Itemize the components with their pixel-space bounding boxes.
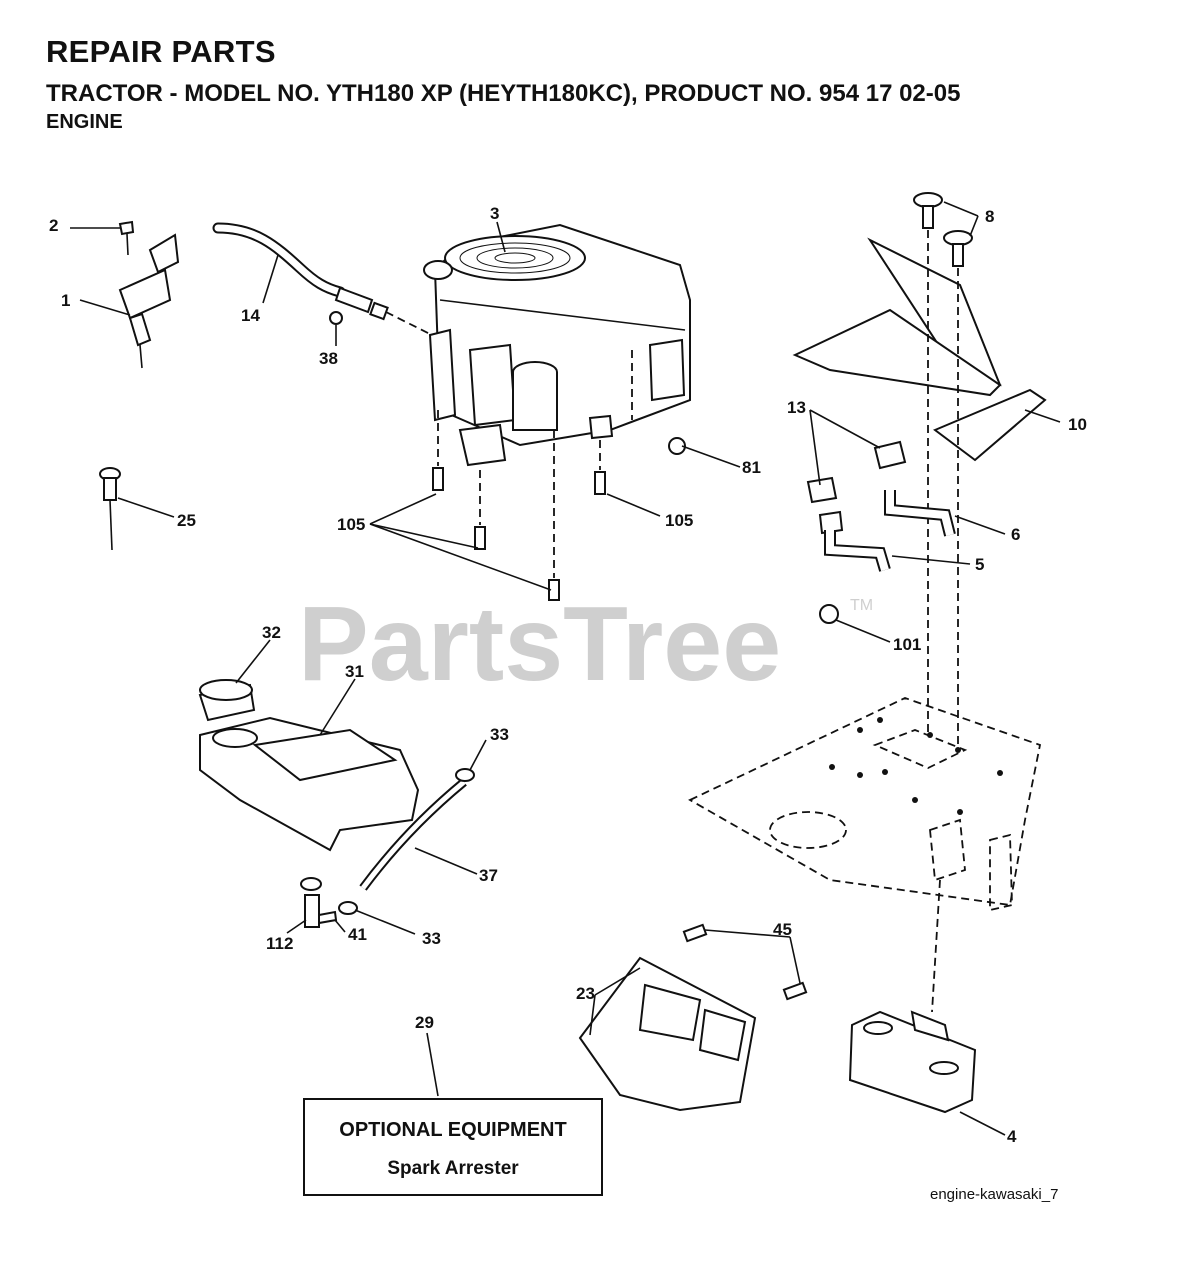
bolt-105-parts[interactable] xyxy=(432,467,606,601)
screw-45-parts[interactable] xyxy=(682,923,808,1001)
callout-32: 32 xyxy=(262,623,281,642)
callout-8: 8 xyxy=(985,207,994,226)
dipstick-part[interactable] xyxy=(99,467,121,551)
callout-38: 38 xyxy=(319,349,338,368)
leader-lines xyxy=(70,201,1061,1136)
callout-105-left: 105 xyxy=(337,515,365,534)
callout-13: 13 xyxy=(787,398,806,417)
nut-101-part[interactable] xyxy=(819,604,839,624)
fuel-cap-part[interactable] xyxy=(198,679,256,722)
clamp-33-upper[interactable] xyxy=(455,768,475,782)
callout-25: 25 xyxy=(177,511,196,530)
callout-14: 14 xyxy=(241,306,260,325)
exhaust-pipes-part[interactable] xyxy=(806,440,956,572)
optional-equipment-title: OPTIONAL EQUIPMENT xyxy=(339,1119,567,1141)
shutoff-valve-part[interactable] xyxy=(304,894,338,928)
fuel-line-part[interactable] xyxy=(212,222,389,325)
callout-23: 23 xyxy=(576,984,595,1003)
callout-4: 4 xyxy=(1007,1127,1017,1146)
drawing-reference: engine-kawasaki_7 xyxy=(930,1186,1059,1203)
callout-5: 5 xyxy=(975,555,984,574)
callout-112: 112 xyxy=(266,934,293,953)
callout-101: 101 xyxy=(893,635,921,654)
throttle-control-part[interactable] xyxy=(118,220,180,369)
callout-105-right: 105 xyxy=(665,511,693,530)
model-subtitle: TRACTOR - MODEL NO. YTH180 XP (HEYTH180K… xyxy=(46,80,961,107)
bolt-8-parts[interactable] xyxy=(913,192,973,267)
page-title: REPAIR PARTS xyxy=(46,34,276,69)
heat-shield-part[interactable] xyxy=(792,237,1047,462)
callout-33-upper: 33 xyxy=(490,725,509,744)
callout-2: 2 xyxy=(49,216,58,235)
fuel-tank-part[interactable] xyxy=(199,716,420,852)
watermark-tm: TM xyxy=(850,597,873,614)
fuel-hose-part[interactable] xyxy=(359,778,467,891)
spark-arrester-part[interactable] xyxy=(578,956,757,1112)
callout-29: 29 xyxy=(415,1013,434,1032)
callout-41: 41 xyxy=(348,925,367,944)
optional-equipment-box: OPTIONAL EQUIPMENT Spark Arrester xyxy=(303,1098,603,1196)
callout-6: 6 xyxy=(1011,525,1020,544)
muffler-part[interactable] xyxy=(848,1010,977,1114)
callout-1: 1 xyxy=(61,291,70,310)
callout-81: 81 xyxy=(742,458,761,477)
optional-equipment-item: Spark Arrester xyxy=(387,1158,519,1179)
nut-81-part[interactable] xyxy=(668,437,686,455)
callout-33-lower: 33 xyxy=(422,929,441,948)
callout-31: 31 xyxy=(345,662,364,681)
engine-part[interactable] xyxy=(423,223,691,467)
section-title: ENGINE xyxy=(46,111,123,133)
watermark: PartsTree xyxy=(298,585,781,703)
callout-45: 45 xyxy=(773,920,792,939)
clamp-33-lower[interactable] xyxy=(338,901,358,915)
callout-3: 3 xyxy=(490,204,499,223)
callout-37: 37 xyxy=(479,866,498,885)
grommet-112-part[interactable] xyxy=(300,877,322,891)
callout-10: 10 xyxy=(1068,415,1087,434)
frame-plate xyxy=(688,697,1042,912)
